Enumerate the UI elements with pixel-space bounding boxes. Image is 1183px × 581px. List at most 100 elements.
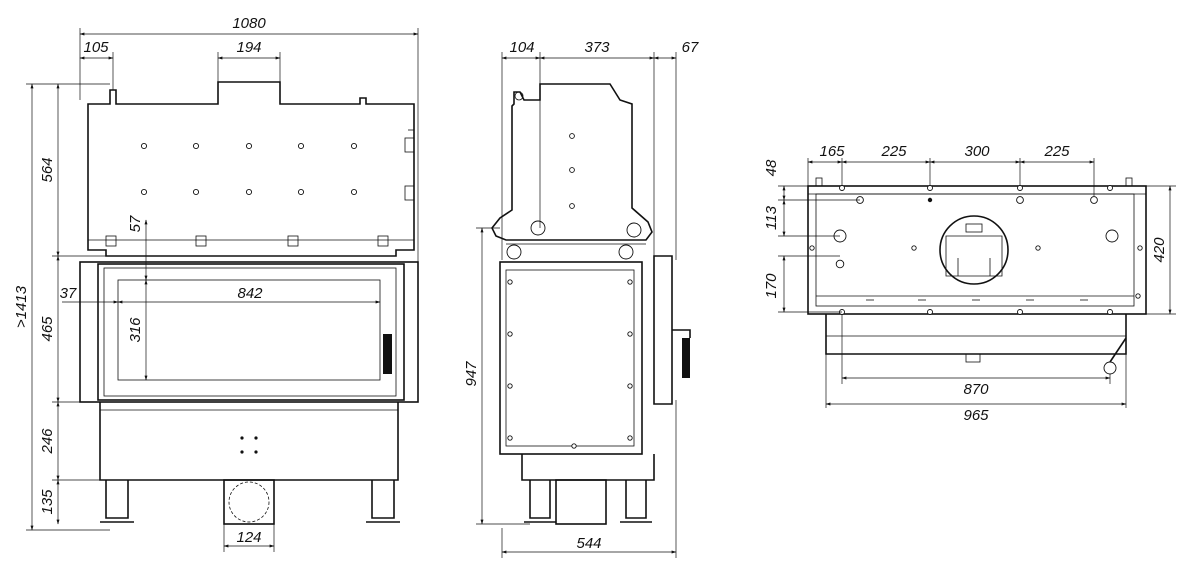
- top-door-latch: [965, 353, 981, 363]
- top-flue-inner: [945, 235, 1003, 277]
- hole: [1135, 293, 1141, 299]
- front-left-leg: [105, 480, 129, 519]
- hole: [1090, 196, 1098, 204]
- side-upper-holes: [569, 133, 575, 209]
- side-main-holes: [507, 279, 633, 449]
- hole: [507, 383, 513, 389]
- hole: [839, 185, 845, 191]
- top-holes: [809, 185, 1143, 315]
- hole: [569, 133, 575, 139]
- front-rail-clamps: [105, 235, 389, 247]
- hole: [350, 188, 358, 196]
- front-side-bracket-lower: [404, 185, 415, 201]
- front-door-outer: [79, 261, 419, 403]
- dim-top-height: 564: [39, 157, 56, 182]
- dim-side-right-offset: 67: [682, 39, 699, 56]
- hole: [240, 450, 244, 454]
- dim-top-h3: 300: [964, 143, 990, 160]
- dim-left-offset: 105: [83, 39, 109, 56]
- hole: [1137, 245, 1143, 251]
- front-lower-casing: [99, 402, 399, 481]
- top-flue-collar: [939, 215, 1009, 285]
- hole: [627, 383, 633, 389]
- hole: [1035, 245, 1041, 251]
- front-door-inner: [103, 267, 397, 397]
- dim-side-height: 947: [463, 361, 480, 387]
- dim-mid-height: 465: [39, 316, 56, 342]
- hole: [140, 142, 148, 150]
- front-lower-holes: [240, 436, 258, 454]
- top-view: 165 225 300 225 48 113 170 420 870 965: [763, 143, 1176, 424]
- dim-glass-height: 316: [127, 317, 144, 343]
- side-lower-body: [521, 454, 655, 481]
- dim-lower-height: 246: [39, 428, 56, 455]
- side-top-fitting: [514, 91, 524, 101]
- hole: [627, 279, 633, 285]
- hole: [1016, 196, 1024, 204]
- hole: [627, 435, 633, 441]
- hole: [809, 245, 815, 251]
- dim-duct-width: 124: [236, 529, 261, 546]
- dim-top-h4: 225: [1043, 143, 1070, 160]
- hole: [569, 167, 575, 173]
- top-tab: [815, 177, 823, 187]
- side-main-body: [499, 261, 643, 455]
- hole: [240, 436, 244, 440]
- hole: [507, 435, 513, 441]
- dim-top-overall-width: 965: [963, 407, 989, 424]
- hole: [140, 188, 148, 196]
- front-upper-casing: [87, 81, 415, 257]
- dim-side-depth: 544: [576, 535, 601, 552]
- hole: [927, 185, 933, 191]
- front-glass-panel: [117, 279, 381, 381]
- hole: [1017, 309, 1023, 315]
- front-view: 1080 105 194 >1413 564 465 246 135 57 37…: [13, 15, 419, 552]
- hole: [627, 331, 633, 337]
- dim-top-v3: 170: [763, 273, 780, 299]
- hole: [254, 436, 258, 440]
- side-door-handle: [682, 338, 690, 378]
- top-outer-body: [807, 185, 1147, 315]
- side-main-panel: [505, 269, 635, 447]
- top-tab: [1125, 177, 1133, 187]
- hole: [350, 142, 358, 150]
- front-door-handle: [383, 334, 392, 374]
- hole: [571, 443, 577, 449]
- dim-top-depth: 420: [1151, 237, 1168, 263]
- dim-glass-offset: 37: [60, 285, 77, 302]
- hole: [192, 142, 200, 150]
- hole: [1107, 309, 1113, 315]
- front-side-bracket-upper: [404, 137, 415, 153]
- side-front-leg: [529, 480, 551, 519]
- side-back-leg: [625, 480, 647, 519]
- dim-top-h1: 165: [819, 143, 845, 160]
- top-inner-body: [815, 193, 1135, 307]
- dim-top-v2: 113: [763, 205, 780, 230]
- top-door-knob-arm: [1109, 337, 1127, 363]
- front-right-leg: [371, 480, 395, 519]
- hole: [507, 331, 513, 337]
- dim-side-left-offset: 104: [509, 39, 534, 56]
- side-door-profile: [653, 255, 673, 405]
- clamp: [377, 235, 389, 247]
- dim-side-mid-width: 373: [584, 39, 610, 56]
- clamp: [287, 235, 299, 247]
- front-upper-holes: [140, 142, 358, 196]
- dim-overall-width: 1080: [232, 15, 266, 32]
- top-door-strip: [825, 314, 1127, 355]
- hole: [245, 188, 253, 196]
- side-view: 104 373 67 947 544: [463, 39, 699, 558]
- hole: [1107, 185, 1113, 191]
- hole: [297, 188, 305, 196]
- dim-overall-height: >1413: [13, 285, 30, 328]
- side-front-wheel: [506, 244, 522, 260]
- dim-flue-width: 194: [236, 39, 261, 56]
- dim-top-v1: 48: [763, 159, 780, 176]
- hole: [927, 197, 933, 203]
- hole: [192, 188, 200, 196]
- hole: [297, 142, 305, 150]
- hole: [245, 142, 253, 150]
- hole: [927, 309, 933, 315]
